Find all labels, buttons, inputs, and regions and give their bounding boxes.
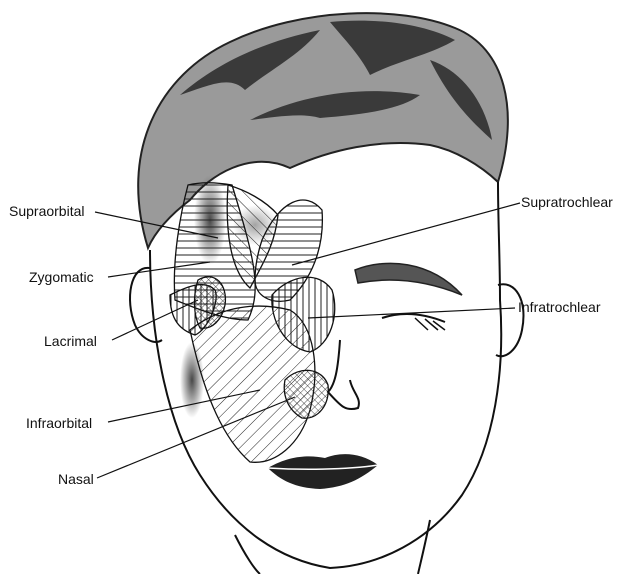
label-supraorbital: Supraorbital	[9, 203, 85, 219]
label-infratrochlear: Infratrochlear	[518, 299, 600, 315]
label-infraorbital: Infraorbital	[26, 415, 92, 431]
label-zygomatic: Zygomatic	[29, 269, 94, 285]
label-supratrochlear: Supratrochlear	[521, 194, 613, 210]
right-eye	[382, 314, 445, 322]
label-lacrimal: Lacrimal	[44, 333, 97, 349]
lips	[268, 454, 378, 489]
nose	[328, 340, 359, 409]
left-ear	[130, 268, 162, 342]
neck	[235, 520, 430, 574]
right-eyebrow	[355, 263, 462, 295]
label-nasal: Nasal	[58, 471, 94, 487]
